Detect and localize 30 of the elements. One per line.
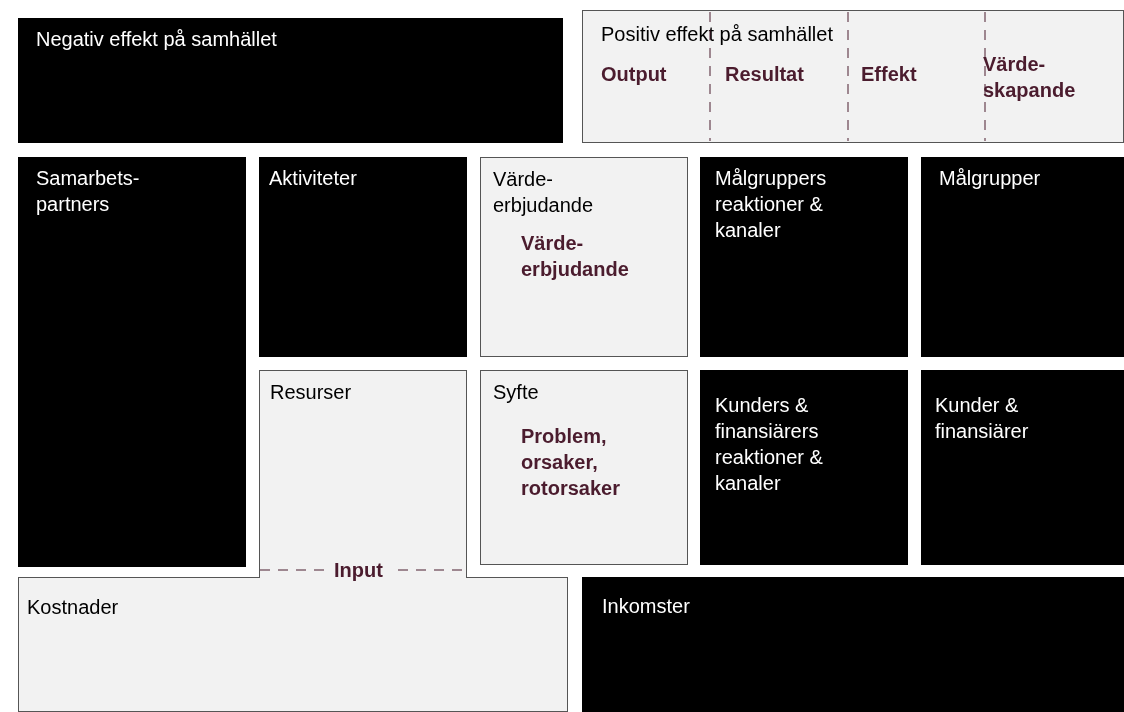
dark-canvas-block [700, 370, 908, 565]
block-title: Målgruppers reaktioner & kanaler [715, 166, 828, 243]
section-heading: Output [601, 62, 668, 87]
block-title: Samarbets- partners [36, 166, 141, 217]
block-title: Syfte [493, 380, 540, 405]
block-title: Målgrupper [939, 166, 1042, 191]
dark-canvas-block [921, 157, 1124, 357]
block-title: Resurser [270, 380, 353, 405]
light-canvas-block [480, 157, 688, 357]
block-title: Positiv effekt på samhället [601, 22, 834, 47]
section-heading: Resultat [725, 62, 805, 87]
block-title: Värde- erbjudande [493, 167, 595, 218]
section-heading: Värde- skapande [983, 52, 1077, 103]
block-title: Aktiviteter [269, 166, 358, 191]
section-heading: Värde- erbjudande [521, 231, 630, 282]
block-title: Kunder & finansiärer [935, 393, 1030, 444]
block-title: Kostnader [27, 595, 120, 620]
block-title: Kunders & finansiärers reaktioner & kanaler [715, 393, 824, 496]
block-title: Inkomster [602, 594, 691, 619]
dark-canvas-block [18, 157, 246, 567]
dark-canvas-block [921, 370, 1124, 565]
dark-canvas-block [259, 157, 467, 357]
dark-canvas-block [700, 157, 908, 357]
block-title: Negativ effekt på samhället [36, 27, 278, 52]
light-canvas-block [480, 370, 688, 565]
section-heading: Problem, orsaker, rotorsaker [521, 424, 621, 501]
light-canvas-block [582, 10, 1124, 143]
dark-canvas-block [582, 577, 1124, 712]
dark-canvas-block [18, 18, 563, 143]
section-heading: Effekt [861, 62, 918, 87]
